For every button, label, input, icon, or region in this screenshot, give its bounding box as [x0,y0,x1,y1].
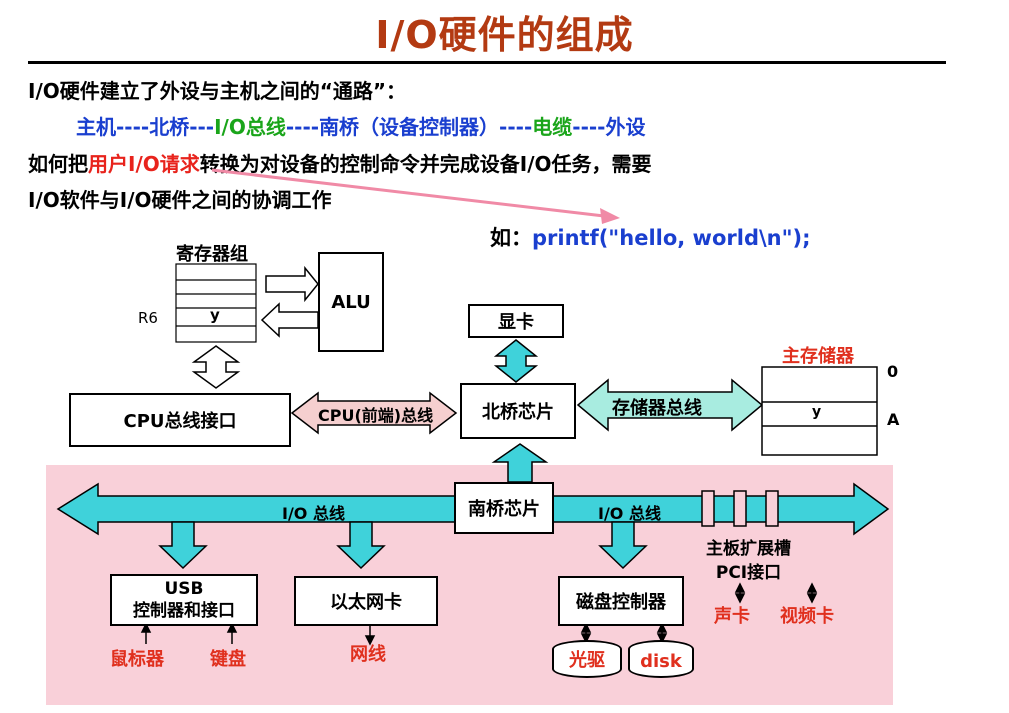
north-bridge-box: 北桥芯片 [460,383,576,439]
cpu-bus-label: CPU(前端)总线 [318,406,434,425]
example-line: 如：printf("hello, world\n"); [490,222,811,252]
pci-slot-group [701,490,779,527]
bus-to-ethernet-arrow [336,521,386,570]
intro-line-3: 如何把用户I/O请求转换为对设备的控制命令并完成设备I/O任务，需要 [28,148,652,177]
line3-prefix: 如何把 [28,152,88,176]
memory-address-a: A [887,410,900,429]
memory-address-0: 0 [887,362,899,381]
intro-line-4: I/O软件与I/O硬件之间的协调工作 [28,188,332,212]
ethernet-card-box: 以太网卡 [294,576,438,626]
io-bus-label-left: I/O 总线 [282,504,345,523]
reg-cpu-interface-arrow [191,345,241,389]
user-io-request: 用户I/O请求 [88,152,200,176]
path-io-bus: I/O总线 [214,115,286,139]
example-code: printf("hello, world\n"); [532,226,811,250]
path-peripheral: ----外设 [572,115,646,139]
network-cable-label: 网线 [350,644,386,665]
bus-to-usb-arrow [158,521,208,570]
path-cable: 电缆 [532,115,573,139]
usb-controller-box: USB 控制器和接口 [110,574,258,626]
register-r6-label: R6 [138,309,158,327]
path-south-bridge: ----南桥（设备控制器）---- [285,115,533,139]
page-title: I/O硬件的组成 [375,13,634,57]
disk-cylinder: disk [628,640,694,678]
path-host: 主机----北桥--- [76,115,215,139]
io-bus-label-right: I/O 总线 [598,504,661,523]
example-label: 如： [490,226,532,250]
main-memory-table [761,366,878,456]
title-divider [28,61,946,64]
register-y-value: y [210,306,220,324]
line3-suffix: 转换为对设备的控制命令并完成设备I/O任务，需要 [199,152,652,176]
cpu-bus-arrow [290,391,458,435]
gpu-box: 显卡 [468,304,564,338]
bus-to-disk-controller-arrow [598,521,648,570]
intro-line-1: I/O硬件建立了外设与主机之间的“通路”： [28,79,407,103]
mouse-label: 鼠标器 [110,649,164,670]
gpu-northbridge-arrow [493,339,539,383]
alu-to-reg-arrow [260,302,319,338]
reg-to-alu-arrow [265,265,319,303]
alu-box: ALU [318,252,384,352]
south-bridge-box: 南桥芯片 [454,482,554,534]
register-group-label: 寄存器组 [176,244,248,265]
memory-y-value: y [812,404,822,420]
main-memory-label: 主存储器 [782,346,854,367]
annotation-arrow-line [211,168,605,218]
sound-card-label: 声卡 [714,606,750,627]
annotation-arrowhead [600,208,620,224]
video-card-label: 视频卡 [780,606,834,627]
io-path-line: 主机----北桥---I/O总线----南桥（设备控制器）----电缆----外… [76,111,645,140]
register-group-table [175,263,257,343]
cpu-bus-interface-box: CPU总线接口 [69,393,291,447]
memory-bus-label: 存储器总线 [612,398,702,419]
optical-drive-cylinder: 光驱 [552,640,622,678]
keyboard-label: 键盘 [210,649,246,670]
pci-slot-label: 主板扩展槽 PCI接口 [706,539,791,583]
southbridge-northbridge-arrow [491,443,549,483]
disk-controller-box: 磁盘控制器 [558,576,684,626]
